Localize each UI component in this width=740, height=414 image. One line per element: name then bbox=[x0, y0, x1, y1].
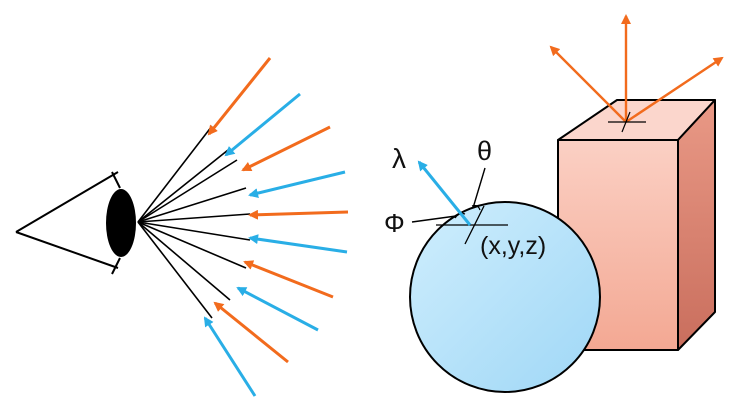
orange-ray bbox=[248, 209, 349, 220]
blue-ray bbox=[248, 170, 346, 198]
eye-icon bbox=[15, 171, 136, 275]
orange-ray bbox=[243, 260, 334, 299]
theta-label: θ bbox=[477, 136, 492, 166]
incoming-light-rays bbox=[203, 57, 349, 397]
phi-label: Φ bbox=[384, 208, 405, 238]
blue-ray bbox=[417, 160, 472, 226]
point-label: (x,y,z) bbox=[480, 232, 546, 260]
reflected-rays bbox=[549, 14, 724, 123]
sphere-object bbox=[409, 201, 601, 393]
orange-ray bbox=[213, 301, 289, 364]
blue-ray bbox=[248, 234, 348, 254]
box-surface-normal-marker bbox=[608, 111, 646, 133]
blue-ray bbox=[236, 286, 319, 332]
phi-leader bbox=[411, 215, 457, 223]
eye-ray-fan bbox=[137, 125, 251, 319]
lambda-label: λ bbox=[392, 143, 406, 174]
orange-ray bbox=[241, 125, 331, 172]
box-side-face bbox=[677, 99, 716, 351]
blue-ray bbox=[203, 316, 257, 397]
theta-leader bbox=[472, 167, 486, 209]
blue-ray bbox=[224, 92, 301, 157]
orange-ray bbox=[207, 57, 272, 136]
